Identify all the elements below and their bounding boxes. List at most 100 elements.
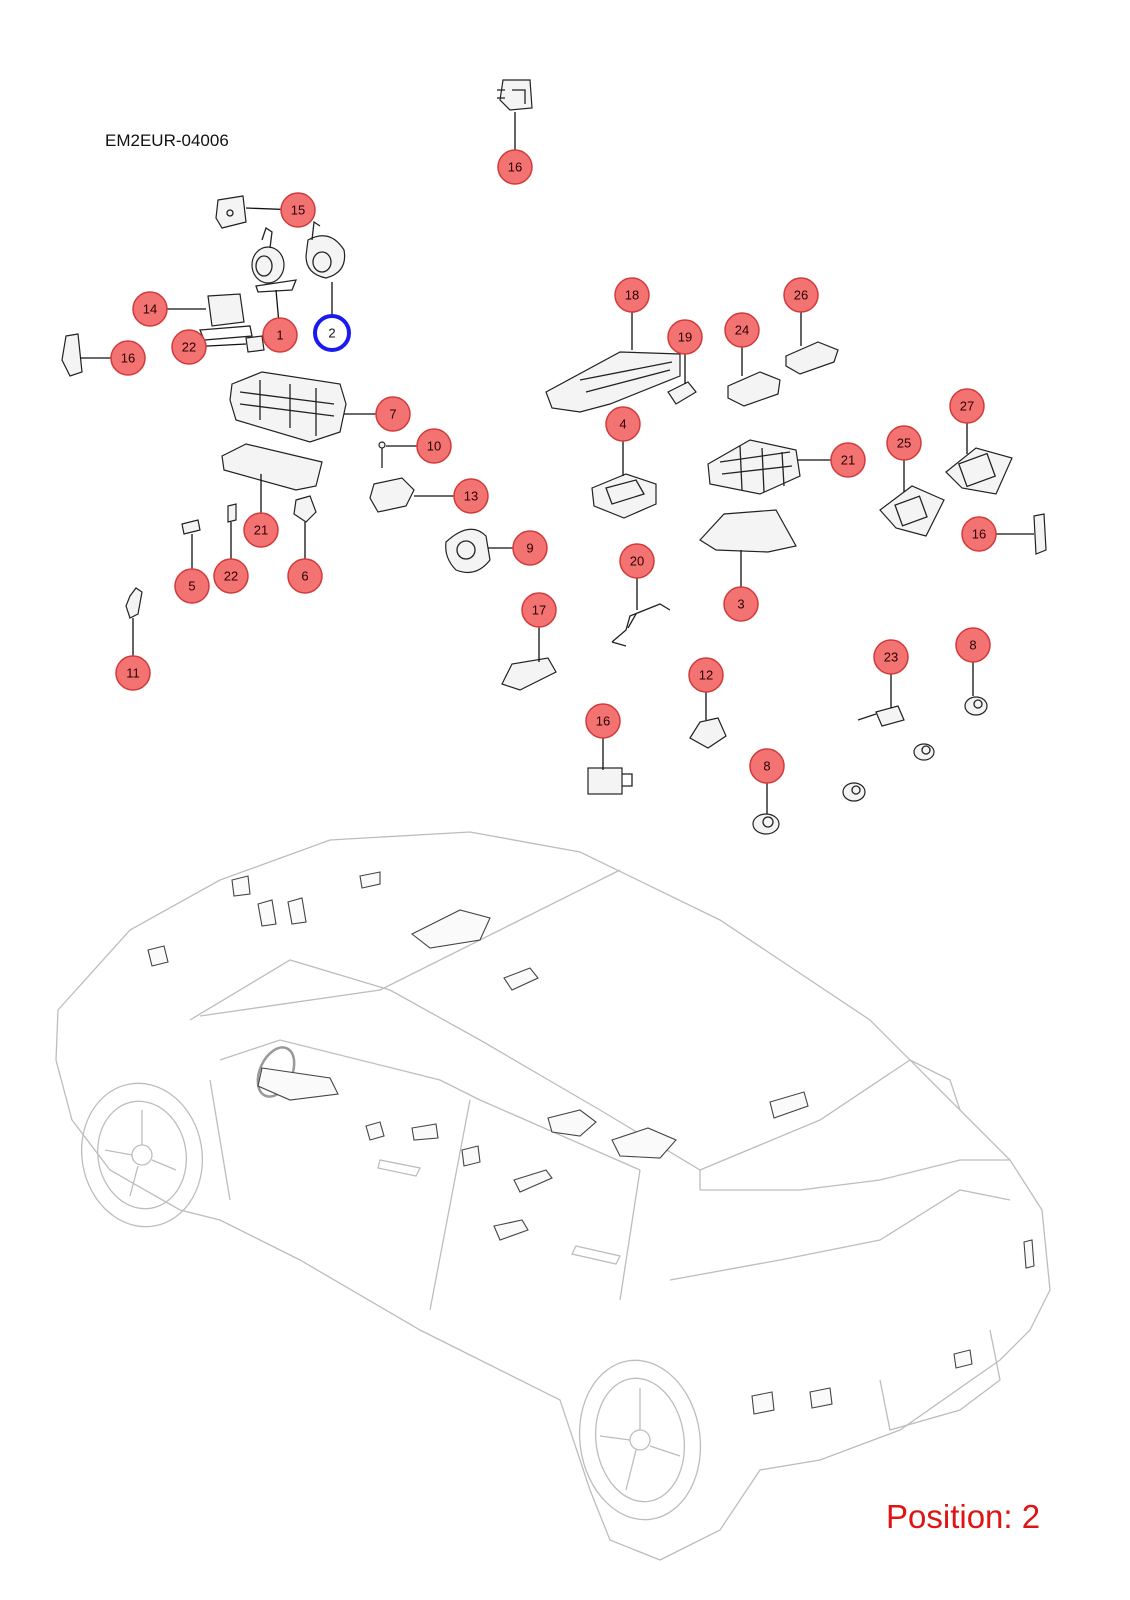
callout-bubble (955, 627, 991, 663)
callout-bubble (313, 314, 351, 352)
callout-number: 5 (188, 579, 195, 594)
part-8-sensor-c (842, 782, 866, 802)
callout-number: 21 (254, 523, 268, 538)
part-15-bracket (215, 195, 247, 229)
callout-bubble (497, 149, 533, 185)
callout-number: 12 (699, 668, 713, 683)
callout-16[interactable]: 16 (961, 516, 1034, 552)
callout-22[interactable]: 22 (213, 522, 249, 594)
callout-bubble (174, 568, 210, 604)
callout-bubble (723, 586, 759, 622)
callout-16[interactable]: 16 (497, 112, 533, 185)
part-10-bolt (378, 441, 386, 468)
callout-6[interactable]: 6 (287, 522, 323, 594)
part-9-ring-bracket (445, 528, 491, 573)
callout-number: 16 (972, 527, 986, 542)
part-12-module (689, 717, 727, 749)
position-label: Position: 2 (886, 1498, 1041, 1535)
callout-16[interactable]: 16 (80, 340, 146, 376)
callout-number: 22 (182, 340, 196, 355)
callout-11[interactable]: 11 (115, 618, 151, 691)
part-7-junction-box (229, 371, 347, 443)
part-16-right-bracket (1033, 513, 1047, 555)
callout-27[interactable]: 27 (949, 388, 985, 454)
callout-1[interactable]: 1 (262, 289, 298, 353)
callout-bubble (830, 442, 866, 478)
callout-17[interactable]: 17 (521, 592, 557, 662)
part-8-sensor-a (964, 696, 988, 716)
callout-26[interactable]: 26 (783, 277, 819, 346)
callout-4[interactable]: 4 (605, 406, 641, 476)
callout-7[interactable]: 7 (344, 396, 411, 432)
callout-bubble (115, 655, 151, 691)
callout-2-selected[interactable]: 2 (313, 282, 351, 352)
callout-number: 14 (143, 302, 157, 317)
callout-number: 17 (532, 603, 546, 618)
callout-bubble (749, 748, 785, 784)
callout-20[interactable]: 20 (619, 543, 655, 610)
callout-21[interactable]: 21 (243, 474, 279, 548)
callout-16[interactable]: 16 (585, 703, 621, 770)
part-24-module (727, 371, 781, 407)
part-5-clip (181, 519, 201, 535)
callout-number: 16 (596, 714, 610, 729)
callout-number: 9 (526, 541, 533, 556)
callout-number: 18 (625, 288, 639, 303)
callout-number: 27 (960, 399, 974, 414)
callout-number: 20 (630, 554, 644, 569)
parts-artwork (61, 79, 1047, 835)
callout-23[interactable]: 23 (873, 639, 909, 708)
callout-number: 7 (389, 407, 396, 422)
part-27-panel (945, 447, 1013, 495)
part-6-sensor (293, 495, 317, 523)
callout-18[interactable]: 18 (614, 277, 650, 350)
callout-bubble (605, 406, 641, 442)
callout-bubble (724, 312, 760, 348)
callout-number: 3 (737, 597, 744, 612)
callout-14[interactable]: 14 (132, 291, 206, 327)
callout-bubble (262, 317, 298, 353)
callout-21[interactable]: 21 (798, 442, 866, 478)
callout-bubble (667, 319, 703, 355)
callout-19[interactable]: 19 (667, 319, 703, 384)
part-11-sensor (125, 587, 143, 619)
vehicle-outline (55, 831, 1051, 1561)
callout-15[interactable]: 15 (245, 192, 316, 228)
callout-bubble (416, 428, 452, 464)
callout-12[interactable]: 12 (688, 657, 724, 720)
callout-bubble (585, 703, 621, 739)
part-1-horn (251, 226, 298, 293)
part-18-console (545, 351, 681, 413)
callout-24[interactable]: 24 (724, 312, 760, 376)
callout-number: 13 (464, 489, 478, 504)
callout-bubble (280, 192, 316, 228)
callout-8[interactable]: 8 (955, 627, 991, 696)
callout-3[interactable]: 3 (723, 550, 759, 622)
callout-bubble (886, 425, 922, 461)
part-23-sensor (857, 705, 905, 727)
part-21-tray (221, 443, 323, 491)
callout-number: 15 (291, 203, 305, 218)
part-22-clip (245, 335, 265, 353)
callout-number: 24 (735, 323, 749, 338)
part-26-module (785, 341, 839, 375)
callout-13[interactable]: 13 (414, 478, 489, 514)
callout-22[interactable]: 22 (171, 329, 247, 365)
part-20-bracket (611, 603, 671, 647)
callout-9[interactable]: 9 (488, 530, 548, 566)
part-14-bracket (199, 293, 253, 341)
part-21-module-box (707, 439, 801, 495)
callout-number: 16 (121, 351, 135, 366)
callout-number: 4 (619, 417, 626, 432)
part-17-module (501, 657, 557, 691)
vehicle-mounted-parts (147, 871, 1035, 1415)
callout-number: 8 (969, 638, 976, 653)
callout-25[interactable]: 25 (886, 425, 922, 492)
callout-10[interactable]: 10 (386, 428, 452, 464)
callout-bubble (243, 512, 279, 548)
callout-5[interactable]: 5 (174, 534, 210, 604)
callout-8[interactable]: 8 (749, 748, 785, 814)
callout-number: 8 (763, 759, 770, 774)
